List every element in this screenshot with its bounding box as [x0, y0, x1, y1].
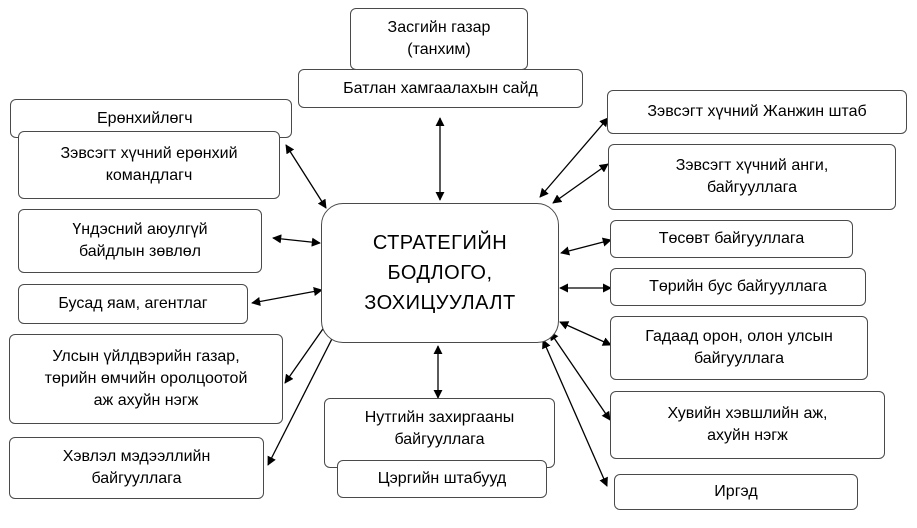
node-citizens: Иргэд: [614, 474, 858, 510]
node-defense-ministry: Батлан хамгаалахын сайд: [298, 69, 583, 108]
node-military-staffs: Цэргийн штабууд: [337, 460, 547, 498]
node-armed-units: Зэвсэгт хүчний анги, байгууллага: [608, 144, 896, 210]
node-state-enterprises: Улсын үйлдвэрийн газар, төрийн өмчийн ор…: [9, 334, 283, 424]
node-private-sector: Хувийн хэвшлийн аж, ахуйн нэгж: [610, 391, 885, 459]
arrow-media: [267, 322, 341, 466]
arrow-other-ministries: [251, 287, 323, 306]
node-government: Засгийн газар (танхим): [350, 8, 528, 70]
arrow-foreign-orgs: [559, 321, 612, 346]
arrow-citizens: [542, 339, 608, 487]
node-security-council: Үндэсний аюулгүй байдлын зөвлөл: [18, 209, 262, 273]
node-media: Хэвлэл мэдээллийн байгууллага: [9, 437, 264, 499]
center-node: СТРАТЕГИЙН БОДЛОГО, ЗОХИЦУУЛАЛТ: [321, 203, 559, 343]
node-foreign-orgs: Гадаад орон, олон улсын байгууллага: [610, 316, 868, 380]
node-ngos: Төрийн бус байгууллага: [610, 268, 866, 306]
arrow-budget-orgs: [560, 237, 612, 256]
arrow-armed-units: [552, 163, 609, 204]
node-commander-in-chief: Зэвсэгт хүчний ерөнхий командлагч: [18, 131, 280, 199]
node-general-staff: Зэвсэгт хүчний Жанжин штаб: [607, 90, 907, 134]
arrow-general-staff: [539, 117, 609, 198]
arrow-commander: [285, 144, 327, 209]
arrow-security-council: [272, 234, 321, 247]
node-other-ministries: Бусад яам, агентлаг: [18, 284, 248, 324]
node-local-admin: Нутгийн захиргааны байгууллага: [324, 398, 555, 468]
node-budget-orgs: Төсөвт байгууллага: [610, 220, 853, 258]
